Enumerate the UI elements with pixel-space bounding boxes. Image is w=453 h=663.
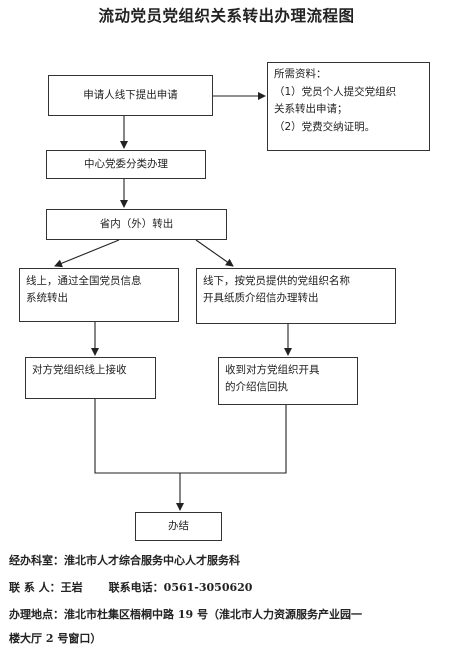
arrow-scope-to-offline bbox=[195, 239, 234, 267]
docs-item-2: （2）党费交纳证明。 bbox=[274, 120, 376, 133]
node-offline-line-2: 开具纸质介绍信办理转出 bbox=[203, 292, 319, 304]
office-value: 淮北市人才综合服务中心人才服务科 bbox=[64, 554, 240, 567]
node-required-documents: 所需资料： （1）党员个人提交党组织 关系转出申请； （2）党费交纳证明。 bbox=[267, 62, 430, 151]
docs-item-1-line-1: （1）党员个人提交党组织 bbox=[274, 85, 397, 98]
info-address-continued: 楼大厅 2 号窗口） bbox=[9, 632, 102, 645]
node-receive-online: 对方党组织线上接收 bbox=[25, 357, 156, 399]
address-value: 淮北市杜集区梧桐中路 19 号（淮北市人力资源服务产业园一 bbox=[64, 608, 362, 621]
docs-item-1-line-2: 关系转出申请； bbox=[274, 103, 348, 115]
contact-value: 王岩 bbox=[60, 581, 83, 594]
node-letter-line-1: 收到对方党组织开具 bbox=[225, 364, 320, 376]
phone-value: 0561-3050620 bbox=[163, 581, 253, 594]
connector-letter-to-done bbox=[180, 405, 287, 474]
node-online-line-1: 线上，通过全国党员信息 bbox=[26, 275, 142, 287]
node-online-line-2: 系统转出 bbox=[26, 292, 68, 304]
address-label: 办理地点： bbox=[9, 608, 64, 621]
node-letter-line-2: 的介绍信回执 bbox=[225, 381, 288, 393]
info-contact: 联 系 人：王岩 联系电话：0561-3050620 bbox=[9, 579, 252, 595]
node-transfer-scope: 省内（外）转出 bbox=[46, 209, 227, 240]
node-offline-line-1: 线下，按党员提供的党组织名称 bbox=[203, 275, 350, 287]
node-done-label: 办结 bbox=[168, 520, 189, 532]
node-online-transfer: 线上，通过全国党员信息 系统转出 bbox=[19, 268, 179, 322]
phone-label: 联系电话： bbox=[108, 581, 164, 594]
node-party-committee-label: 中心党委分类办理 bbox=[84, 158, 168, 170]
arrow-scope-to-online bbox=[54, 239, 120, 268]
node-letter-receipt: 收到对方党组织开具 的介绍信回执 bbox=[218, 357, 358, 405]
node-transfer-scope-label: 省内（外）转出 bbox=[99, 218, 174, 230]
docs-title: 所需资料： bbox=[274, 68, 327, 80]
node-done: 办结 bbox=[135, 512, 222, 541]
info-address: 办理地点：淮北市杜集区梧桐中路 19 号（淮北市人力资源服务产业园一 bbox=[9, 606, 362, 622]
contact-label: 联 系 人： bbox=[9, 581, 61, 594]
node-party-committee: 中心党委分类办理 bbox=[46, 150, 206, 179]
node-apply-label: 申请人线下提出申请 bbox=[83, 89, 178, 101]
office-label: 经办科室： bbox=[9, 554, 64, 567]
info-office: 经办科室：淮北市人才综合服务中心人才服务科 bbox=[9, 552, 240, 568]
node-offline-transfer: 线下，按党员提供的党组织名称 开具纸质介绍信办理转出 bbox=[196, 268, 396, 324]
page-title: 流动党员党组织关系转出办理流程图 bbox=[98, 6, 355, 25]
node-receive-online-label: 对方党组织线上接收 bbox=[32, 364, 127, 376]
connector-receive-to-done bbox=[94, 399, 180, 474]
node-apply: 申请人线下提出申请 bbox=[48, 75, 213, 116]
